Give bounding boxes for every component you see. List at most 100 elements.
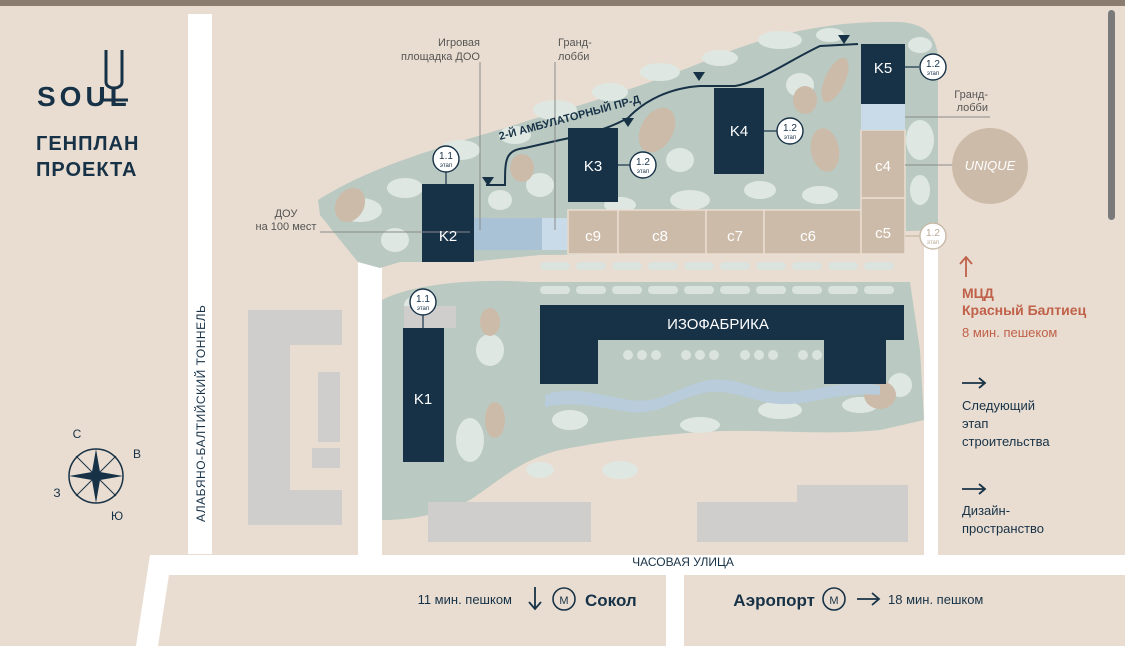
route-arrows [482,35,850,186]
building-c6 [763,209,862,255]
stage-unit-k2: этап [440,163,452,169]
neighbour-small-2 [312,448,340,468]
stage-unit-k4: этап [784,135,796,141]
tunnel-road [188,14,212,554]
building-k1 [403,328,444,462]
tunnel-label: АЛАБЯНО-БАЛТИЙСКИЙ ТОННЕЛЬ [193,305,208,522]
road-branch-left [136,555,172,646]
chasovaya-label: ЧАСОВАЯ УЛИЦА [632,555,734,569]
compass [68,448,124,504]
design-2: пространство [962,521,1044,536]
aero-time: 18 мин. пешком [888,592,983,607]
mcd-arrow-up-icon [959,255,973,277]
label-c7: c7 [727,228,743,245]
scrollbar-thumb[interactable] [1108,10,1115,220]
mcd-title: МЦД [962,285,994,301]
neighbour-bottom-1 [428,502,591,542]
next-stage-2: этап [962,416,988,431]
stage-circles [409,53,947,316]
label-c4: c4 [875,158,891,175]
stage-num-k4: 1.2 [783,123,797,134]
compass-e: В [133,447,141,461]
building-izofabrika [540,305,904,384]
top-photo-strip [0,0,1125,6]
grand-lobby-2 [861,104,905,130]
title-line2: ПРОЕКТА [36,159,137,181]
metro-icon-sokol [552,587,576,611]
sokol-time: 11 мин. пешком [418,592,512,607]
stage-num-k1: 1.1 [416,294,430,305]
stage-unit-k3: этап [637,169,649,175]
park-texture [338,28,934,479]
route-line [486,43,859,186]
roads [136,14,1125,646]
unique-logo-circle [952,128,1028,204]
metro-m-aero: М [829,595,838,607]
next-stage-arrow-icon [962,377,987,389]
soul-logo-mark [100,50,128,102]
building-k2 [422,184,474,262]
neighbour-bottom-3 [797,485,908,542]
metro-icon-aero [822,587,846,611]
next-stage-1: Следующий [962,398,1035,413]
soul-logo-text: SOUL [37,81,131,112]
neighbour-bottom-2 [697,502,797,542]
building-c9 [567,209,619,255]
navy-buildings [403,44,905,462]
c-buildings [567,129,906,255]
compass-w: З [53,486,60,500]
title-line1: ГЕНПЛАН [36,133,139,155]
label-c6: c6 [800,228,816,245]
doo-play-area [474,218,542,250]
stage-num-k3: 1.2 [636,157,650,168]
callout-lines [320,62,990,233]
metro-m-sokol: М [559,595,568,607]
inner-road-vertical [358,255,382,555]
aero-name: Аэропорт [733,591,815,610]
label-c5: c5 [875,225,891,242]
grand-lobby-callout-1b: лобби [558,51,589,63]
label-c8: c8 [652,228,668,245]
design-1: Дизайн- [962,503,1010,518]
stream [545,379,880,413]
next-stage-3: строительства [962,434,1050,449]
mcd-time: 8 мин. пешеком [962,325,1057,340]
grand-lobby-callout-1a: Гранд- [558,37,592,49]
arrow-right-icon [857,592,881,606]
stage-unit-k5: этап [927,71,939,77]
stage-num-c5: 1.2 [926,228,940,239]
label-k3: K3 [584,158,602,175]
building-k5 [861,44,905,104]
stage-num-k5: 1.2 [926,59,940,70]
legend-panel-bg [938,240,1108,555]
building-k3 [568,128,618,202]
label-c9: c9 [585,228,601,245]
mcd-name: Красный Балтиец [962,302,1087,318]
label-izofabrika: ИЗОФАБРИКА [667,316,769,333]
building-k4 [714,88,764,174]
dou-callout-1: ДОУ [275,208,299,220]
grand-lobby-callout-2a: Гранд- [954,89,988,101]
label-k2: K2 [439,228,457,245]
arrow-down-icon [528,587,542,611]
label-k4: K4 [730,123,748,140]
label-k1: K1 [414,391,432,408]
unique-logo-text: UNIQUE [965,158,1016,173]
sokol-name: Сокол [585,591,637,610]
play-area-callout-2: площадка ДОО [401,51,480,63]
bead-rows [540,262,894,360]
chasovaya-road [150,555,1125,575]
design-arrow-icon [962,483,987,495]
grand-lobby-callout-2b: лобби [957,102,988,114]
neighbour-small-1 [318,372,340,442]
sand-patches [334,57,896,438]
stage-unit-k1: этап [417,306,429,312]
compass-n: С [73,427,82,441]
compass-s: Ю [111,509,123,523]
stage-unit-c5: этап [927,240,939,246]
neighbour-block-left [248,310,342,525]
east-road [924,240,938,555]
play-area-callout-1: Игровая [438,37,480,49]
